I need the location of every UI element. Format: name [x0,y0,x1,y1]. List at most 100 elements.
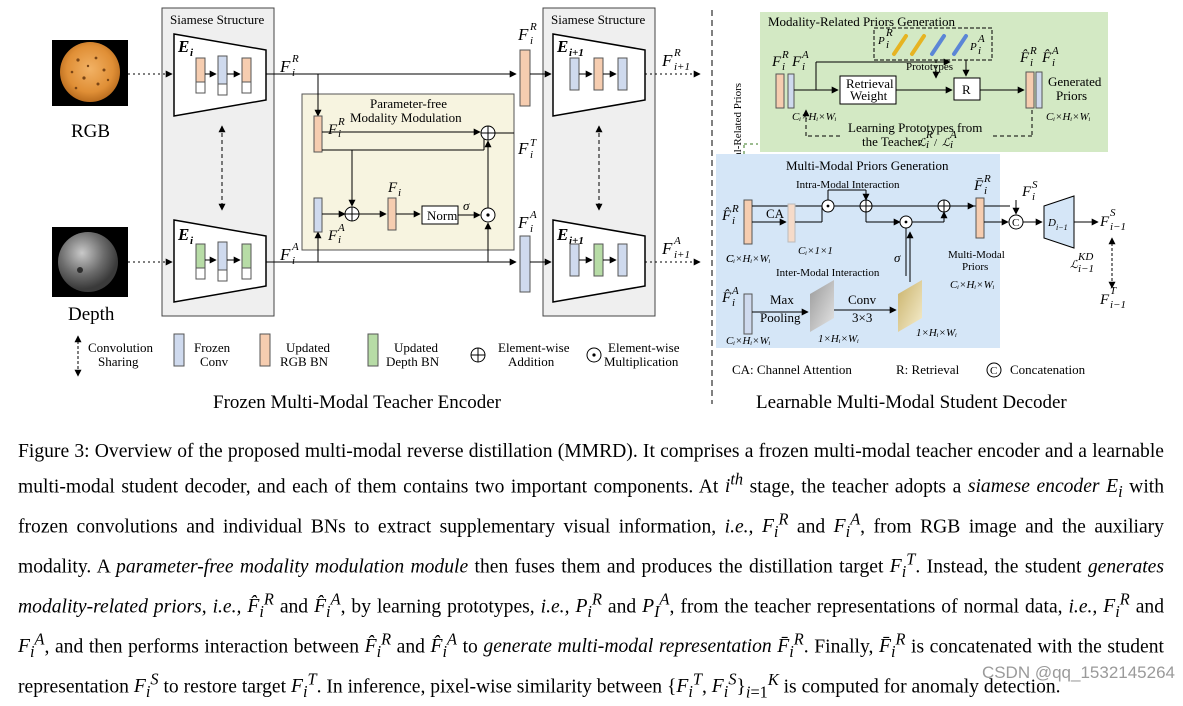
svg-text:i: i [530,223,533,235]
svg-text:R: R [731,203,739,215]
ei-rgb-layers [195,55,252,96]
generated-priors-1: Generated [1048,74,1102,89]
inter-modal-label: Inter-Modal Interaction [776,267,880,279]
mmpg-dim-a: Cᵢ×Hᵢ×Wᵢ [726,253,771,265]
sigma-label: σ [463,198,470,213]
ei-depth-layers [195,241,252,282]
svg-text:A: A [1051,45,1059,57]
svg-text:F: F [1021,184,1032,200]
svg-text:F: F [327,228,338,244]
legend-concat: Concatenation [1010,362,1086,377]
retrieval-weight-1: Retrieval [846,76,894,91]
mmpg-title: Multi-Modal Priors Generation [786,158,949,173]
mrpg-dim-left: Cᵢ×Hᵢ×Wᵢ [792,111,837,123]
svg-text:i: i [926,139,929,151]
learning-prototypes-2: the Teacher [862,134,923,149]
svg-text:i: i [292,255,295,267]
svg-text:F: F [661,51,673,70]
legend-depth-bn-2: Depth BN [386,354,440,369]
svg-text:i+1: i+1 [569,47,584,59]
rgb-label: RGB [71,121,110,142]
depth-input-image [52,227,128,297]
svg-text:R: R [885,27,893,39]
conv-label-1: Conv [848,292,877,307]
r-box: R [962,82,971,97]
mrpg-dim-right: Cᵢ×Hᵢ×Wᵢ [1046,111,1091,123]
svg-text:T: T [1110,285,1117,297]
svg-text:F̂: F̂ [1041,50,1052,66]
svg-text:/: / [934,137,938,149]
mm-priors-dim: Cᵢ×Hᵢ×Wᵢ [950,279,995,291]
max-pool-2: Pooling [760,310,801,325]
svg-text:i−1: i−1 [1078,263,1094,275]
legend-mul-2: Multiplication [604,354,679,369]
legend-conv-sharing-2: Sharing [98,354,139,369]
svg-text:T: T [530,137,537,149]
svg-text:i: i [802,61,805,73]
svg-text:S: S [1032,179,1038,191]
svg-text:F̂: F̂ [721,208,732,224]
legend-rgb-bn-1: Updated [286,340,331,355]
svg-text:i−1: i−1 [1056,223,1068,232]
pool-map [810,280,834,332]
svg-text:P: P [877,35,885,47]
svg-text:i: i [530,149,533,161]
legend-mul-1: Element-wise [608,340,680,355]
svg-text:R: R [983,173,991,185]
svg-text:i−1: i−1 [1110,221,1126,233]
svg-text:D: D [1047,217,1056,229]
sigma-2: σ [894,250,901,265]
svg-text:A: A [731,285,739,297]
svg-text:R: R [1029,45,1037,57]
svg-text:i: i [1030,57,1033,69]
svg-text:A: A [977,33,985,45]
rgb-input-image [52,40,128,106]
svg-text:F: F [387,180,398,196]
svg-text:i: i [732,215,735,227]
intra-modal-label: Intra-Modal Interaction [796,179,900,191]
svg-text:F̄: F̄ [973,178,984,194]
depth-label: Depth [68,304,115,325]
svg-text:ℒ: ℒ [942,137,951,149]
svg-text:i: i [190,47,194,59]
svg-text:i: i [978,45,981,57]
mm-priors-1: Multi-Modal [948,249,1005,261]
mrpg-panel [760,12,1108,152]
svg-text:S: S [1110,207,1116,219]
generated-priors-2: Priors [1056,88,1087,103]
svg-text:E: E [556,225,568,244]
svg-text:i: i [1032,191,1035,203]
svg-text:F: F [771,54,782,70]
svg-text:F: F [661,239,673,258]
svg-text:F: F [517,213,529,232]
svg-text:A: A [529,209,537,221]
svg-text:A: A [337,222,345,234]
svg-text:A: A [291,241,299,253]
svg-text:i+1: i+1 [674,249,690,261]
svg-text:R: R [673,47,681,59]
legend-add-1: Element-wise [498,340,570,355]
max-pool-1: Max [770,292,794,307]
mrpg-title: Modality-Related Priors Generation [768,14,956,29]
legend-depth-bn-1: Updated [394,340,439,355]
conv-dim: 1×Hᵢ×Wᵢ [916,327,957,339]
pfmm-module [301,93,515,251]
svg-text:i: i [732,297,735,309]
svg-text:F: F [517,139,529,158]
conv-label-2: 3×3 [852,310,872,325]
pfmm-title-2: Modality Modulation [350,110,462,125]
svg-text:ℒ: ℒ [1070,259,1079,271]
svg-text:F: F [791,54,802,70]
svg-text:i: i [950,139,953,151]
retrieval-weight-2: Weight [850,88,888,103]
svg-text:i: i [886,39,889,51]
student-caption: Learnable Multi-Modal Student Decoder [756,392,1067,413]
svg-text:A: A [801,49,809,61]
svg-text:i: i [338,234,341,246]
decoder-di-1 [1043,195,1075,249]
pfmm-title-1: Parameter-free [370,96,447,111]
mmpg-panel [716,154,1000,348]
learning-prototypes-1: Learning Prototypes from [848,120,982,135]
svg-text:i+1: i+1 [674,61,690,73]
